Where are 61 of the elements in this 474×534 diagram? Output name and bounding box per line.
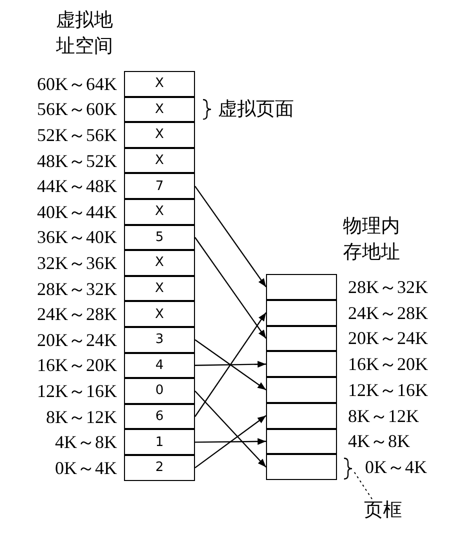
arrow	[194, 339, 266, 390]
page-table-entry: 4	[124, 352, 195, 378]
arrow	[194, 312, 266, 417]
annotation-label: 虚拟页面	[218, 98, 294, 122]
callout-label: 页框	[364, 498, 406, 524]
leader-line	[354, 471, 372, 500]
page-frame	[266, 274, 337, 300]
address-range: 24K～28K	[348, 302, 428, 323]
page-frame	[266, 351, 337, 377]
page-table-entry: X	[124, 122, 195, 148]
page-table-entry: 0	[124, 378, 195, 404]
address-range: 52K～56K	[37, 125, 117, 145]
address-range: 4K～8K	[348, 431, 410, 452]
page-table-entry: X	[124, 301, 195, 327]
column-heading: 物理内存地址	[343, 215, 401, 265]
page-table-entry: X	[124, 199, 195, 225]
page-table-entry: 3	[124, 327, 195, 353]
page-table-entry: 2	[124, 455, 195, 481]
page-table-entry: 6	[124, 404, 195, 430]
address-range: 28K～32K	[37, 278, 117, 299]
address-range: 44K～48K	[37, 176, 117, 196]
address-range: 32K～36K	[37, 253, 117, 273]
arrow	[194, 360, 266, 368]
page-frame	[266, 300, 337, 326]
address-range: 20K～24K	[37, 330, 117, 350]
arrow	[195, 438, 266, 445]
address-range: 4K～8K	[55, 432, 117, 452]
page-frame	[266, 428, 337, 454]
page-frame	[266, 454, 337, 480]
address-range: 8K～12K	[348, 406, 419, 426]
arrow	[194, 186, 266, 288]
page-frame	[266, 377, 337, 403]
address-range: 12K～16K	[348, 380, 428, 400]
address-range: 60K～64K	[37, 74, 117, 94]
page-table-entry: X	[124, 96, 195, 122]
address-range: 28K～32K	[348, 276, 428, 297]
page-frame	[266, 402, 337, 428]
address-range: 24K～28K	[37, 304, 117, 324]
address-range: 0K～4K	[55, 458, 117, 478]
column-heading: 虚拟地址空间	[56, 9, 114, 59]
page-table-entry: 1	[124, 429, 195, 455]
page-table-entry: X	[124, 276, 195, 302]
page-table-entry: 5	[124, 224, 195, 250]
arrow	[194, 390, 266, 468]
page-table-entry: X	[124, 71, 195, 97]
address-range: 48K～52K	[37, 150, 117, 171]
address-range: 16K～20K	[37, 355, 117, 376]
page-frame	[266, 326, 337, 352]
address-range: 0K～4K	[365, 457, 427, 478]
page-table-entry: 7	[124, 173, 195, 199]
arrow	[194, 415, 266, 468]
address-range: 12K～16K	[37, 381, 117, 401]
page-table-entry: X	[124, 250, 195, 276]
address-range: 56K～60K	[37, 99, 117, 120]
arrow	[194, 237, 266, 339]
address-range: 36K～40K	[37, 227, 117, 248]
address-range: 8K～12K	[46, 406, 117, 427]
address-range: 40K～44K	[37, 202, 117, 222]
address-range: 20K～24K	[348, 328, 428, 348]
address-range: 16K～20K	[348, 354, 428, 374]
page-table-entry: X	[124, 148, 195, 174]
